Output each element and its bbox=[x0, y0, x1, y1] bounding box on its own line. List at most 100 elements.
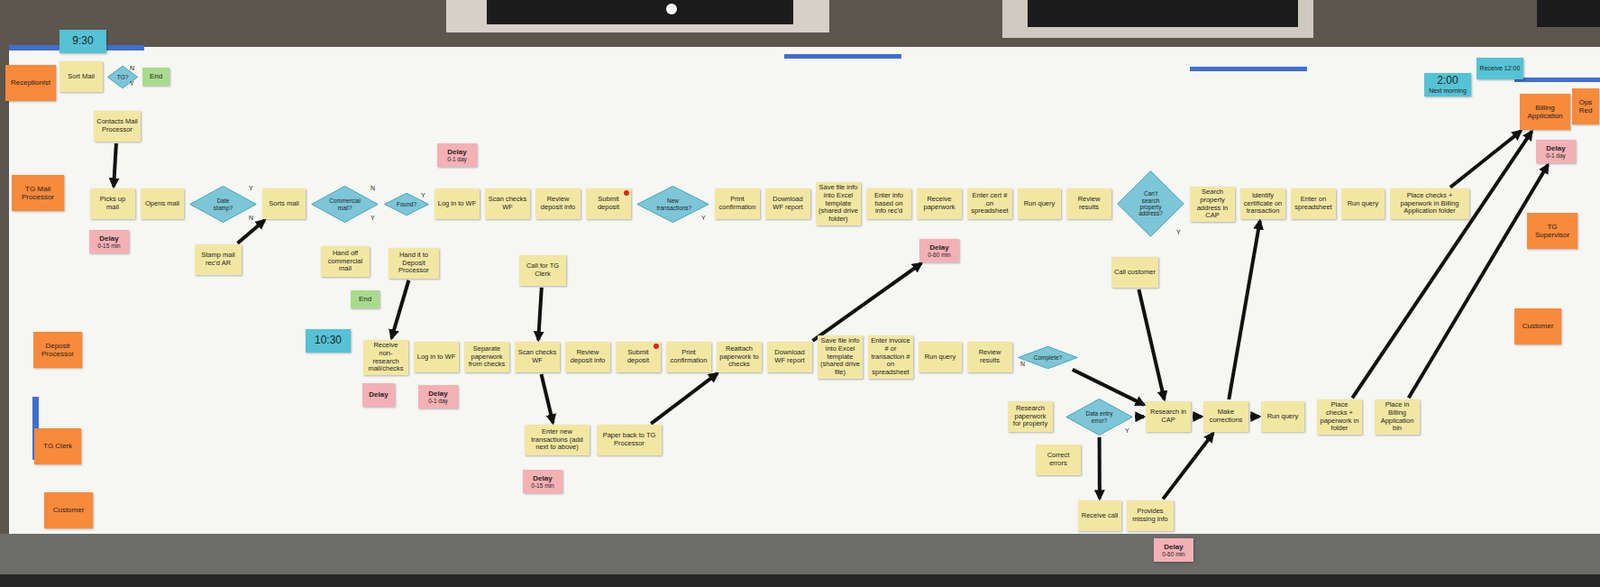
decision-diamond: Data entry error? bbox=[1065, 398, 1134, 436]
lane-label: Deposit Processor bbox=[33, 331, 83, 368]
window bbox=[486, 0, 794, 25]
flow-arrow bbox=[113, 143, 117, 187]
node-text: Delay bbox=[447, 147, 467, 156]
node-text: Contacts Mail Processor bbox=[96, 118, 138, 134]
node-text: Review deposit info bbox=[538, 195, 578, 211]
process-note: Save file info into Excel template (shar… bbox=[817, 335, 863, 379]
node-text: Download WF report bbox=[768, 195, 808, 211]
node-text: Log in to WF bbox=[438, 200, 477, 209]
process-note: Correct errors bbox=[1035, 444, 1081, 476]
node-text: Print confirmation bbox=[717, 195, 758, 211]
process-note: Sorts mail bbox=[262, 188, 306, 220]
diamond-outline bbox=[637, 185, 709, 222]
flow-arrow bbox=[1228, 220, 1260, 400]
node-text: TG Mail Processor bbox=[14, 184, 62, 202]
node-text: Picks up mail bbox=[92, 195, 133, 211]
process-note: Receive non-research mail/checks bbox=[363, 339, 409, 375]
process-note: Receive call bbox=[1078, 500, 1122, 531]
window-sill bbox=[446, 0, 830, 33]
flow-arrow bbox=[1352, 131, 1532, 399]
tape bbox=[1514, 77, 1600, 83]
branch-label: Y bbox=[248, 184, 254, 192]
process-note: Make corrections bbox=[1203, 401, 1249, 432]
flow-arrow bbox=[1162, 433, 1214, 500]
end-note: End bbox=[142, 67, 170, 86]
process-note: Research paperwork for property bbox=[1007, 401, 1053, 432]
window-sill bbox=[1002, 0, 1314, 38]
node-text: Call customer bbox=[1114, 268, 1156, 277]
process-note: Search property address in CAP bbox=[1189, 186, 1235, 222]
delay-note: Delay0-1 day bbox=[437, 143, 477, 167]
process-note: Hand off commercial mail bbox=[320, 246, 370, 277]
process-note: Log in to WF bbox=[434, 188, 480, 220]
branch-label: Y bbox=[701, 214, 706, 222]
node-text: 0-1 day bbox=[428, 397, 448, 404]
process-note: Picks up mail bbox=[90, 188, 136, 220]
process-note: Run query bbox=[1341, 188, 1385, 220]
process-note: Identify certificate on transaction bbox=[1240, 188, 1286, 220]
process-note: Place checks + paperwork in folder bbox=[1316, 399, 1363, 435]
node-text: Enter on spreadsheet bbox=[1293, 195, 1334, 211]
process-note: Paper back to TG Processor bbox=[596, 424, 662, 456]
node-text: Print confirmation bbox=[668, 348, 709, 365]
delay-note: Delay0-15 min bbox=[522, 469, 563, 494]
node-text: Run query bbox=[1024, 200, 1056, 209]
process-note: Print confirmation bbox=[666, 341, 712, 373]
node-text: Scan checks WF bbox=[517, 348, 558, 365]
window bbox=[1027, 0, 1299, 28]
process-note: Place checks + paperwork in Billing Appl… bbox=[1389, 188, 1470, 220]
process-note: Download WF report bbox=[767, 341, 813, 373]
table-edge bbox=[0, 574, 1600, 587]
node-text: TG Clerk bbox=[43, 441, 73, 450]
branch-label: N bbox=[248, 214, 254, 222]
flow-arrow bbox=[650, 373, 718, 424]
lane-label: Customer bbox=[1514, 308, 1562, 345]
tape bbox=[784, 54, 902, 59]
node-text: Scan checks WF bbox=[487, 195, 528, 211]
node-text: Separate paperwork from checks bbox=[466, 345, 507, 369]
time-note: 9:30 bbox=[59, 29, 107, 54]
node-text: Deposit Processor bbox=[36, 341, 80, 358]
node-text: Can't search property address? bbox=[1134, 190, 1168, 218]
node-text: Found? bbox=[396, 201, 417, 208]
red-dot bbox=[653, 343, 659, 349]
process-note: Opens mail bbox=[140, 188, 184, 220]
process-note: Log in to WF bbox=[413, 341, 459, 373]
process-note: Enter invoice # or transaction # on spre… bbox=[868, 335, 914, 379]
node-text: Review results bbox=[1069, 195, 1109, 211]
node-text: Enter new transactions (add next to abov… bbox=[527, 428, 587, 452]
branch-label: Y bbox=[129, 80, 135, 88]
node-text: Save file info into Excel template (shar… bbox=[818, 183, 859, 223]
node-text: TG? bbox=[117, 73, 129, 81]
node-text: Ops Red bbox=[1574, 98, 1597, 115]
flow-arrow bbox=[541, 374, 554, 423]
branch-label: Y bbox=[370, 214, 375, 222]
process-note: Save file info into Excel template (shar… bbox=[815, 182, 861, 226]
flow-arrow bbox=[391, 280, 409, 339]
node-text: Run query bbox=[924, 353, 957, 362]
node-text: Receive 12:00 bbox=[1480, 64, 1521, 73]
node-text: Submit deposit bbox=[618, 348, 659, 365]
process-note: Call for TG Clerk bbox=[519, 255, 567, 286]
node-text: New transactions? bbox=[657, 197, 690, 211]
node-text: 0-60 min bbox=[927, 251, 951, 258]
decision-diamond: Complete? bbox=[1017, 346, 1079, 369]
process-note: Research in CAP bbox=[1145, 401, 1191, 432]
process-note: Download WF report bbox=[765, 188, 811, 220]
flow-arrow bbox=[1192, 414, 1202, 419]
process-note: Enter cert # on spreadsheet bbox=[967, 188, 1013, 220]
node-text: Customer bbox=[53, 505, 85, 514]
decision-diamond: Can't search property address? bbox=[1116, 170, 1185, 238]
delay-note: Delay0-1 day bbox=[1536, 139, 1576, 164]
node-text: Download WF report bbox=[769, 348, 810, 365]
node-text: Call for TG Clerk bbox=[521, 262, 564, 278]
process-note: Enter info based on info rec'd bbox=[866, 188, 912, 220]
window-glare bbox=[666, 3, 677, 15]
node-text: Place checks + paperwork in Billing Appl… bbox=[1392, 192, 1467, 216]
node-text: Log in to WF bbox=[417, 353, 457, 362]
process-note: Stamp mail rec'd AR bbox=[194, 244, 242, 275]
lane-label: Billing Application bbox=[1519, 93, 1571, 130]
process-note: Reattach paperwork to checks bbox=[716, 341, 762, 373]
node-text: 0-1 day bbox=[447, 155, 467, 163]
